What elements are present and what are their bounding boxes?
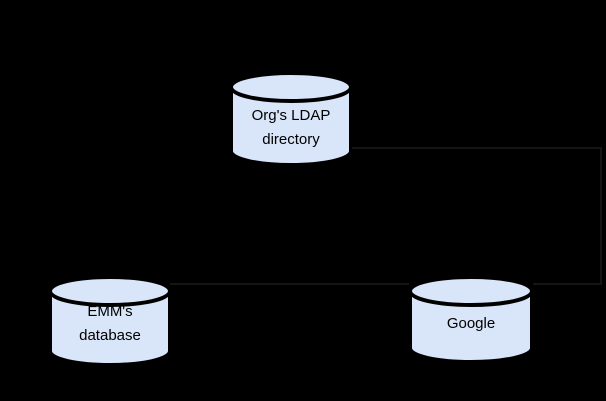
cylinder-top (50, 277, 170, 305)
cylinder-body (410, 292, 532, 362)
connector-ldap-elbow-top (352, 147, 602, 149)
connector-ldap-elbow-vertical (600, 147, 602, 285)
database-cylinder-icon (50, 277, 170, 365)
connector-emm-to-google (170, 283, 409, 285)
node-emm-database: EMM's database (49, 276, 171, 366)
node-google: Google (409, 276, 533, 363)
node-ldap-directory: Org's LDAP directory (230, 72, 352, 166)
cylinder-body (231, 88, 351, 165)
cylinder-top (410, 277, 532, 305)
database-cylinder-icon (410, 277, 532, 362)
cylinder-body (50, 292, 170, 365)
connector-ldap-elbow-into-google (533, 283, 602, 285)
cylinder-top (231, 73, 351, 101)
database-cylinder-icon (231, 73, 351, 165)
